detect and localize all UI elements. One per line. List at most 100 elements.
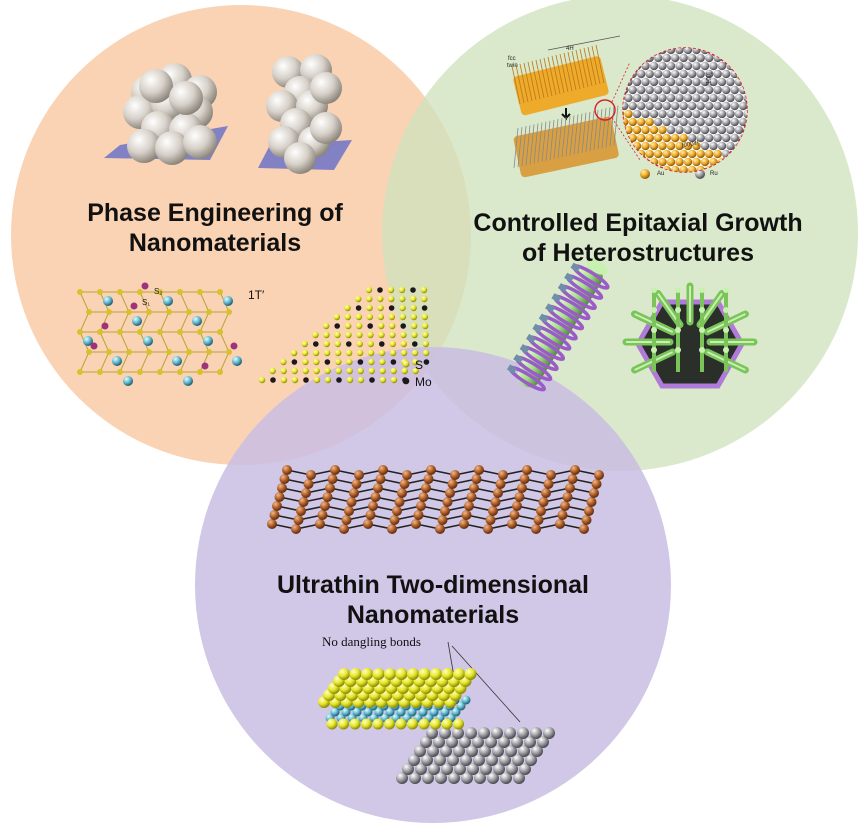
carbon-atom	[531, 524, 541, 534]
ru-shell-stripe	[549, 119, 555, 160]
title-phase-line2: Nanomaterials	[128, 229, 302, 257]
sulfur-atom	[345, 322, 352, 330]
ruthenium-atom	[679, 85, 688, 95]
sulfur-atom	[323, 340, 330, 348]
sulfur-atom	[345, 349, 353, 357]
ruthenium-atom	[637, 85, 646, 95]
substrate-atom	[467, 763, 479, 775]
carbon-atom	[279, 474, 290, 484]
ruthenium-atom	[632, 77, 642, 87]
ruthenium-atom	[688, 69, 697, 79]
sulfur-atom	[186, 309, 192, 315]
molybdenum-atom	[355, 305, 362, 311]
ruthenium-atom	[641, 93, 650, 103]
bond	[79, 291, 90, 313]
ru-shell-stripe	[561, 117, 567, 158]
sulfur-atom	[400, 331, 407, 339]
carbon-atom	[459, 519, 469, 529]
carbon-atom	[536, 506, 546, 516]
chalcogen-atom	[441, 718, 453, 730]
sulfur-atom	[344, 304, 351, 312]
ruthenium-atom	[713, 133, 722, 143]
substrate-atom	[459, 736, 471, 748]
ru-shell-stripe	[517, 127, 523, 168]
carbon-atom	[570, 465, 580, 475]
carbon-atom	[389, 515, 400, 525]
title-epitaxial-line2: of Heterostructures	[522, 239, 754, 267]
chalcogen-atom	[395, 668, 408, 680]
molybdenum-atom	[270, 377, 276, 383]
sulfur-atom	[117, 289, 123, 295]
carbon-atom	[392, 506, 402, 516]
stacked-2d-layers-illustration	[318, 641, 555, 784]
ruthenium-atom	[717, 141, 727, 151]
metal-layer-atom	[418, 707, 428, 717]
sulfur-atom	[389, 349, 397, 357]
ruthenium-atom	[700, 125, 710, 135]
carbon-atom	[447, 479, 458, 489]
sulfur-atom	[346, 367, 353, 375]
substrate-atom	[486, 754, 498, 766]
ruthenium-atom	[696, 69, 705, 79]
sulfur-atom	[157, 329, 163, 335]
gold-atom	[641, 125, 650, 135]
ruthenium-atom	[666, 61, 676, 71]
molybdenum-atom	[357, 359, 364, 365]
label-twin: twin	[507, 63, 518, 69]
sulfur-atom	[399, 313, 407, 321]
carbon-atom	[282, 465, 292, 475]
molybdenum-atom	[390, 359, 397, 365]
gold-atom	[688, 165, 697, 172]
title-epitaxial-line1: Controlled Epitaxial Growth	[473, 209, 803, 237]
substrate-atom	[513, 772, 525, 784]
ruthenium-atom	[705, 101, 714, 111]
ruthenium-atom	[666, 125, 676, 135]
carbon-atom	[579, 524, 589, 534]
ruthenium-atom	[641, 77, 650, 87]
gold-atom	[666, 141, 676, 151]
sulfur-atom	[377, 304, 384, 312]
ruthenium-atom	[726, 141, 735, 151]
metal-atom	[123, 376, 133, 386]
carbon-atom	[272, 501, 282, 511]
substrate-atom	[530, 727, 542, 739]
rod-tip	[675, 287, 681, 293]
title-2d-line2: Nanomaterials	[346, 601, 520, 629]
sulfur-atom	[399, 304, 406, 312]
metal-atom	[169, 81, 203, 115]
molybdenum-atom	[423, 359, 430, 365]
sulfur-atom	[398, 286, 406, 294]
sulfur-atom	[86, 309, 92, 315]
shell-spike	[525, 333, 536, 344]
metal-atom	[284, 142, 316, 174]
ruthenium-atom	[696, 53, 705, 63]
sulfur-atom	[377, 313, 385, 321]
bond	[159, 331, 170, 353]
carbon-atom	[493, 488, 503, 498]
sulfur-atom	[334, 349, 342, 357]
nanowire-tip	[586, 258, 608, 275]
ruthenium-atom	[726, 77, 735, 87]
bond	[139, 311, 150, 333]
carbon-atom	[495, 479, 506, 489]
ruthenium-atom	[692, 77, 701, 87]
ruthenium-atom	[722, 133, 731, 143]
sulfur-atom	[421, 313, 429, 321]
carbon-atom	[351, 479, 362, 489]
sulfur-atom	[197, 329, 203, 335]
substrate-atom	[466, 745, 478, 757]
sulfur-atom	[411, 331, 418, 339]
sulfur-atom	[367, 331, 374, 339]
gold-atom	[679, 133, 688, 143]
substrate-atom	[543, 727, 555, 739]
carbon-atom	[445, 488, 455, 498]
carbon-atom	[327, 474, 338, 484]
sulfur-atom	[280, 358, 287, 366]
metal-atom	[155, 131, 189, 165]
ru-shell-stripe	[557, 118, 563, 159]
ruthenium-atom	[654, 85, 663, 95]
sulfur-atom	[379, 367, 386, 375]
ribbon-stripe	[551, 55, 561, 95]
ru-shell-stripe	[581, 112, 587, 153]
sulfur-atom	[388, 295, 395, 303]
